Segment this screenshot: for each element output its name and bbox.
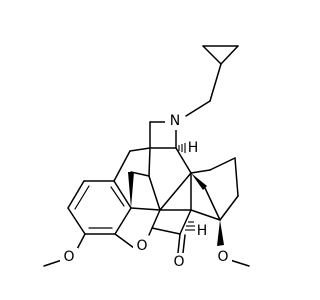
bond [67,207,86,235]
bond-ring-o-to-c5 [148,209,161,236]
wedge-bond [191,173,207,190]
bond-ar-to-c13 [130,207,161,211]
wedge-bond [128,172,134,208]
methoxy-oxygen-left-label: O [63,249,74,265]
bond-c-o-double-1 [177,233,181,254]
bond [113,180,132,209]
bond-c13-to-c14 [159,172,192,211]
bond [114,207,132,235]
bond-inner [74,185,90,210]
atom-o-acetyl: O [170,253,188,271]
bond-bridge-central [148,147,151,177]
bond-right-ring-3 [190,209,221,221]
bond [113,150,131,182]
atom-o-ring: O [133,237,151,255]
bond-carbonyl-to-methyl [151,227,181,235]
methoxy-oxygen-right-label: O [217,249,228,265]
bond-bridge-to-c13 [148,175,161,211]
bond-to-carbonyl [179,209,192,235]
nitrogen-label: N [170,113,180,129]
bond-etheno-bridge [204,187,221,221]
bond-ch2-to-nitrogen [185,100,211,117]
acetyl-oxygen-label: O [173,254,184,270]
wedge-bond-methoxy [217,220,224,246]
bond-o-to-methyl-left [43,259,63,267]
molecular-structure-diagram: N H O O H O O [43,45,250,271]
bond-top-junction-right [175,147,192,174]
atom-h-top: H [186,139,200,157]
atom-o-methoxy-right: O [214,248,232,266]
bond-upper-right-1 [209,157,236,171]
bond [67,180,85,209]
bond-right-ring-1 [234,157,239,197]
bond-benzylic-ch2 [129,147,151,152]
atom-n: N [165,112,185,130]
bond-c-o-double-2 [182,234,186,254]
atom-o-methoxy-left: O [60,248,78,266]
atom-h-bottom: H [195,222,209,240]
bond [202,45,222,65]
ring-oxygen-label: O [136,238,147,254]
bond-inner [110,186,125,207]
bond-ar-to-ring-o [114,233,135,249]
bond-right-ring-2 [219,195,239,221]
structure-canvas: N H O O H O O [43,45,250,271]
stereo-h-top-label: H [188,140,199,156]
cyclopropyl-ring [202,45,239,65]
aromatic-ring [67,150,132,235]
bond-ethano-top [130,171,150,177]
bond-c14-right [190,169,211,174]
stereo-h-bottom-label: H [197,223,208,239]
bond-o-to-methyl-right [229,259,250,267]
stereo-h-top-hash [178,143,186,153]
bond-ring-to-ch2 [209,63,222,102]
stereo-h-bottom-hash [185,221,196,231]
bond [220,45,239,65]
